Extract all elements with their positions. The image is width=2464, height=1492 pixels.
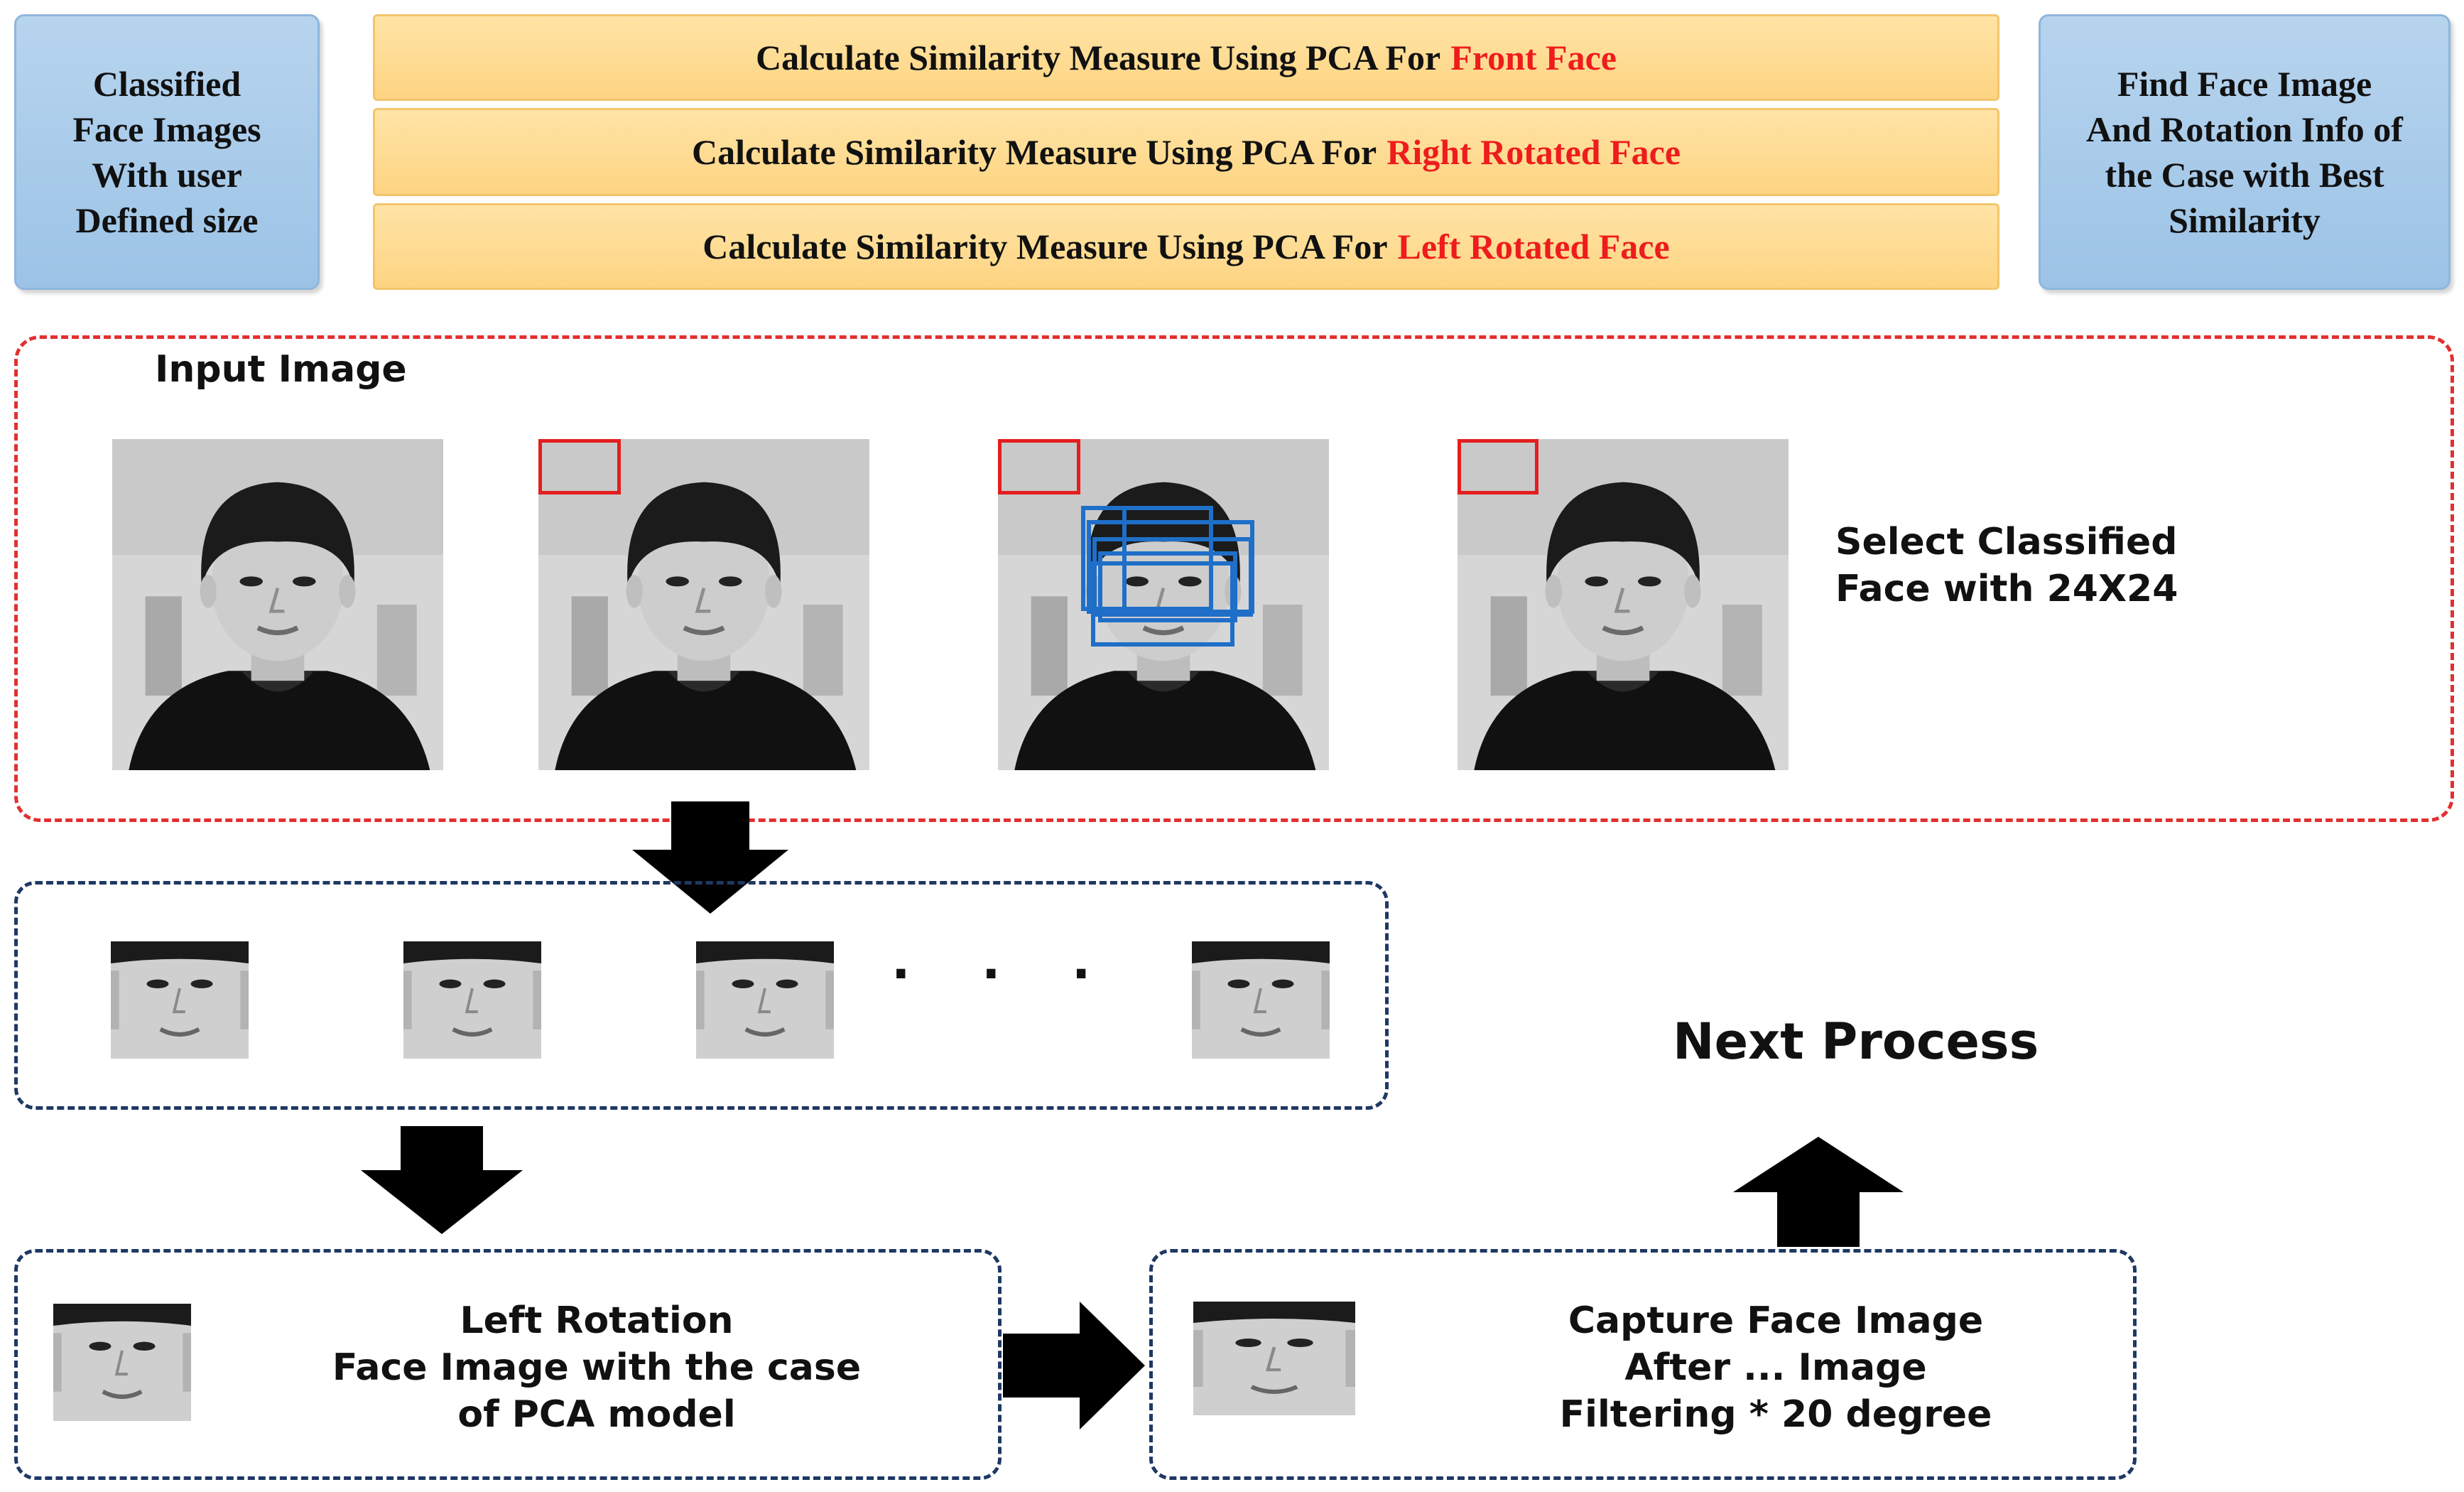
left-rotation-line: Face Image with the case (332, 1346, 862, 1389)
calc-bar-prefix: Calculate Similarity Measure Using PCA F… (702, 227, 1388, 266)
detection-box (1098, 551, 1237, 622)
left-rotation-text: Left Rotation Face Image with the case o… (298, 1293, 895, 1442)
face-crop-4 (1192, 941, 1330, 1059)
input-image-title: Input Image (155, 348, 407, 391)
select-classified-text: Select Classified Face with 24X24 (1835, 519, 2178, 612)
box-line: And Rotation Info of (2086, 109, 2403, 149)
detection-box (1122, 506, 1213, 611)
left-rotation-face (53, 1304, 191, 1421)
best-similarity-box: Find Face Image And Rotation Info of the… (2039, 14, 2451, 290)
calc-bar-front: Calculate Similarity Measure Using PCA F… (373, 14, 1999, 101)
calc-bar-highlight: Right Rotated Face (1386, 132, 1681, 172)
capture-line: Filtering * 20 degree (1559, 1393, 1992, 1436)
face-crops-panel (14, 881, 1389, 1110)
down-arrow-icon (361, 1126, 523, 1234)
face-crop-1 (111, 941, 249, 1059)
capture-face-panel (1149, 1249, 2137, 1480)
face-crop-3 (696, 941, 834, 1059)
capture-text: Capture Face Image After ... Image Filte… (1470, 1293, 2081, 1442)
side-text-line: Face with 24X24 (1835, 568, 2178, 610)
down-arrow-icon (632, 801, 788, 914)
calc-bar-right: Calculate Similarity Measure Using PCA F… (373, 108, 1999, 196)
box-line: Face Images (72, 109, 261, 149)
box-line: Find Face Image (2117, 64, 2372, 104)
classified-face-images-box: Classified Face Images With user Defined… (14, 14, 320, 290)
right-arrow-icon (1003, 1302, 1145, 1429)
face-crop-2 (403, 941, 541, 1059)
calc-bar-left: Calculate Similarity Measure Using PCA F… (373, 203, 1999, 290)
ellipsis: · · · (891, 945, 1118, 1003)
input-photo-1 (112, 439, 443, 770)
box-line: With user (92, 155, 242, 195)
scan-window (538, 439, 621, 494)
box-line: the Case with Best (2105, 155, 2384, 195)
calc-bar-prefix: Calculate Similarity Measure Using PCA F… (691, 132, 1377, 172)
captured-face (1193, 1302, 1355, 1415)
left-rotation-line: Left Rotation (460, 1299, 734, 1342)
scan-window (1458, 439, 1538, 494)
input-image-panel (14, 335, 2454, 822)
box-line: Similarity (2169, 200, 2321, 240)
next-process-label: Next Process (1673, 1012, 2039, 1071)
box-line: Classified (92, 64, 241, 104)
box-line: Defined size (75, 200, 259, 240)
side-text-line: Select Classified (1835, 521, 2178, 563)
left-rotation-panel (14, 1249, 1002, 1480)
capture-line: Capture Face Image (1568, 1299, 1984, 1342)
calc-bar-highlight: Left Rotated Face (1397, 227, 1670, 266)
detection-box (1091, 561, 1234, 647)
up-arrow-icon (1733, 1137, 1904, 1247)
capture-line: After ... Image (1624, 1346, 1927, 1389)
calc-bar-highlight: Front Face (1450, 38, 1617, 77)
calc-bar-prefix: Calculate Similarity Measure Using PCA F… (756, 38, 1441, 77)
left-rotation-line: of PCA model (457, 1393, 736, 1436)
scan-window (998, 439, 1080, 494)
